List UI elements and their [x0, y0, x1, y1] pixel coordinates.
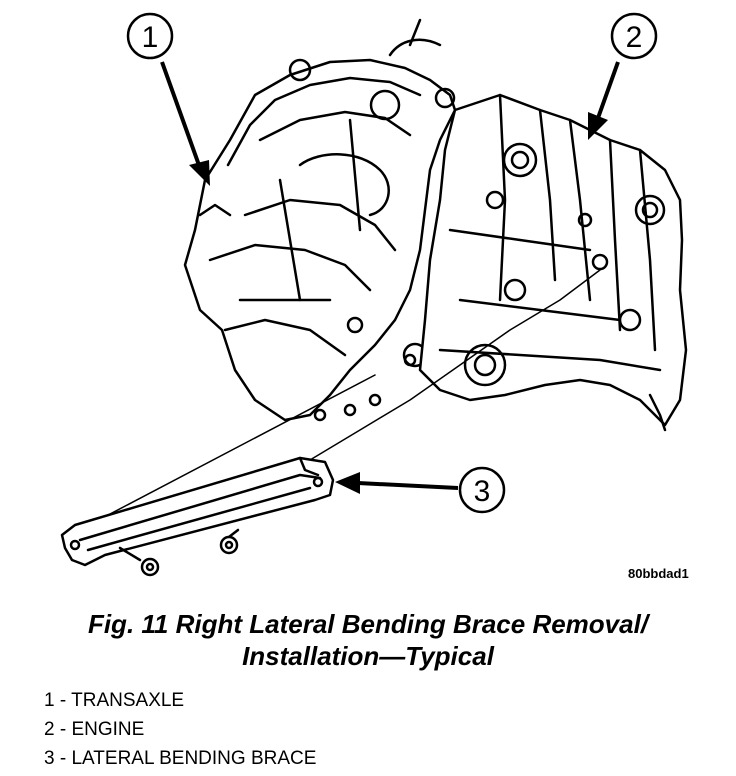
legend-item: 1 - TRANSAXLE — [44, 690, 185, 711]
legend-item-label: TRANSAXLE — [71, 690, 185, 711]
lateral-bending-brace-drawing — [60, 456, 335, 567]
parts-legend: 1 - TRANSAXLE 2 - ENGINE 3 - LATERAL BEN… — [44, 686, 316, 773]
engine-drawing — [418, 93, 688, 432]
legend-item-number: 2 — [44, 719, 55, 740]
caption-line-1: Fig. 11 Right Lateral Bending Brace Remo… — [87, 609, 649, 639]
transaxle-drawing — [183, 18, 457, 422]
bolts — [118, 528, 240, 577]
callout-1: 1 — [126, 12, 210, 186]
callout-2-number: 2 — [626, 21, 643, 54]
legend-item-label: ENGINE — [71, 719, 145, 740]
caption-line-2: Installation—Typical — [242, 641, 494, 671]
legend-item-number: 1 — [44, 690, 55, 711]
alignment-lines — [69, 269, 601, 536]
callout-3-number: 3 — [474, 475, 491, 508]
callout-1-number: 1 — [142, 21, 159, 54]
callout-2: 2 — [588, 12, 658, 140]
legend-item-number: 3 — [44, 748, 55, 769]
figure-code: 80bbdad1 — [628, 566, 689, 581]
brace-removal-diagram: 1 2 3 — [60, 12, 688, 577]
legend-item: 2 - ENGINE — [44, 719, 145, 740]
legend-item: 3 - LATERAL BENDING BRACE — [44, 748, 317, 769]
figure-caption: Fig. 11 Right Lateral Bending Brace Remo… — [0, 608, 736, 672]
legend-item-label: LATERAL BENDING BRACE — [71, 748, 317, 769]
callout-3: 3 — [335, 466, 506, 514]
